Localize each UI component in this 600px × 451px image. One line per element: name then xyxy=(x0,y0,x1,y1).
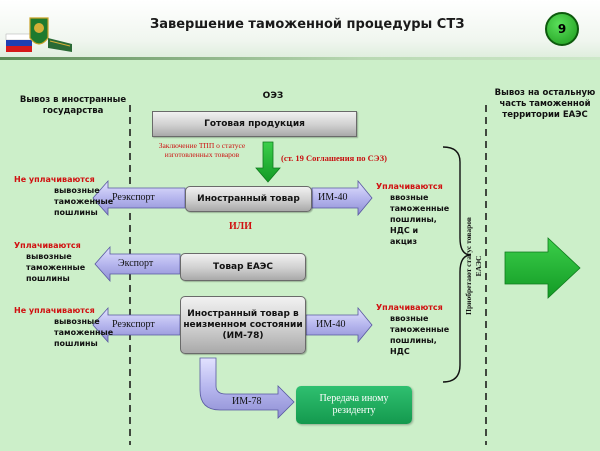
right-brace xyxy=(442,146,472,383)
right-note-2-status: Уплачиваются xyxy=(376,303,443,312)
output-arrow xyxy=(504,237,581,299)
right-note-1: Уплачиваются ввозные таможенные пошлины,… xyxy=(376,181,456,247)
customs-emblem xyxy=(5,17,72,52)
left-note-1-status: Не уплачиваются xyxy=(14,175,95,184)
down-arrow xyxy=(255,141,281,183)
right-note-2: Уплачиваются ввозные таможенные пошлины,… xyxy=(376,302,456,357)
left-note-1-line2: таможенные xyxy=(54,197,114,206)
left-note-3: Не уплачиваются вывозные таможенные пошл… xyxy=(14,305,114,349)
right-note-1-line2: таможенные xyxy=(390,204,450,213)
header-divider xyxy=(0,57,600,60)
left-note-2-status: Уплачиваются xyxy=(14,241,81,250)
status-vertical-line2: ЕАЭС xyxy=(474,255,483,277)
status-vertical-text: Приобретают статус товаров ЕАЭС xyxy=(464,196,484,336)
conclusion-note-line1: Заключение ТПП о статусе xyxy=(158,141,246,150)
heading-right-line1: Вывоз на остальную xyxy=(494,88,596,98)
header-bar xyxy=(0,0,600,58)
left-note-3-line1: вывозные xyxy=(54,317,100,326)
unchanged-box-line2: неизменном состоянии xyxy=(183,319,303,330)
reexport-arrow-2 xyxy=(92,306,181,344)
left-note-2: Уплачиваются вывозные таможенные пошлины xyxy=(14,240,110,284)
page-number-badge: 9 xyxy=(545,12,579,46)
transfer-box-line1: Передача иному xyxy=(319,393,389,404)
im78-label: ИМ-78 xyxy=(232,396,262,407)
page-title: Завершение таможенной процедуры СТЗ xyxy=(150,17,465,32)
left-note-3-status: Не уплачиваются xyxy=(14,306,95,315)
im40-arrow-2 xyxy=(305,306,373,344)
right-note-1-line4: акциз xyxy=(390,237,418,246)
transfer-box: Передача иному резиденту xyxy=(296,386,412,424)
article-reference: (ст. 19 Соглашения по СЭЗ) xyxy=(281,153,387,163)
unchanged-foreign-goods-box: Иностранный товар в неизменном состоянии… xyxy=(180,296,306,354)
heading-right-line3: территории ЕАЭС xyxy=(502,110,588,120)
left-note-2-line3: пошлины xyxy=(26,274,70,283)
right-note-1-status: Уплачиваются xyxy=(376,182,443,191)
left-note-3-line2: таможенные xyxy=(54,328,114,337)
heading-left-line2: государства xyxy=(42,106,104,116)
heading-left-line1: Вывоз в иностранные xyxy=(19,95,127,105)
eaes-goods-box: Товар ЕАЭС xyxy=(180,253,306,281)
right-note-1-line3: пошлины, НДС и xyxy=(390,215,437,235)
conclusion-note-line2: изготовленных товаров xyxy=(164,150,240,159)
left-note-3-line3: пошлины xyxy=(54,339,98,348)
left-note-2-line1: вывозные xyxy=(26,252,72,261)
left-note-1: Не уплачиваются вывозные таможенные пошл… xyxy=(14,174,114,218)
status-vertical-line1: Приобретают статус товаров xyxy=(464,217,473,315)
export-label: Экспорт xyxy=(118,258,154,269)
im40-label-1: ИМ-40 xyxy=(318,192,348,203)
right-note-1-line1: ввозные xyxy=(390,193,429,202)
or-label: ИЛИ xyxy=(229,221,253,232)
transfer-box-line2: резиденту xyxy=(332,405,376,416)
im78-arrow xyxy=(199,357,295,419)
left-note-1-line3: пошлины xyxy=(54,208,98,217)
heading-center: ОЭЗ xyxy=(262,91,284,101)
reexport-label-1: Реэкспорт xyxy=(112,192,155,203)
foreign-goods-box: Иностранный товар xyxy=(185,186,312,212)
finished-products-box: Готовая продукция xyxy=(152,111,357,137)
conclusion-note: Заключение ТПП о статусе изготовленных т… xyxy=(148,141,256,159)
right-note-2-line2: таможенные xyxy=(390,325,450,334)
heading-right-line2: часть таможенной xyxy=(499,99,591,109)
right-note-2-line1: ввозные xyxy=(390,314,429,323)
unchanged-box-line3: (ИМ-78) xyxy=(222,330,264,341)
unchanged-box-line1: Иностранный товар в xyxy=(187,308,299,319)
left-note-2-line2: таможенные xyxy=(26,263,86,272)
left-note-1-line1: вывозные xyxy=(54,186,100,195)
im40-label-2: ИМ-40 xyxy=(316,319,346,330)
heading-left: Вывоз в иностранные государства xyxy=(14,95,132,117)
heading-right: Вывоз на остальную часть таможенной терр… xyxy=(490,88,600,121)
im40-arrow-1 xyxy=(311,179,373,217)
reexport-arrow-1 xyxy=(92,179,186,217)
right-note-2-line3: пошлины, НДС xyxy=(390,336,437,356)
export-arrow xyxy=(94,245,181,283)
reexport-label-2: Реэкспорт xyxy=(112,319,155,330)
